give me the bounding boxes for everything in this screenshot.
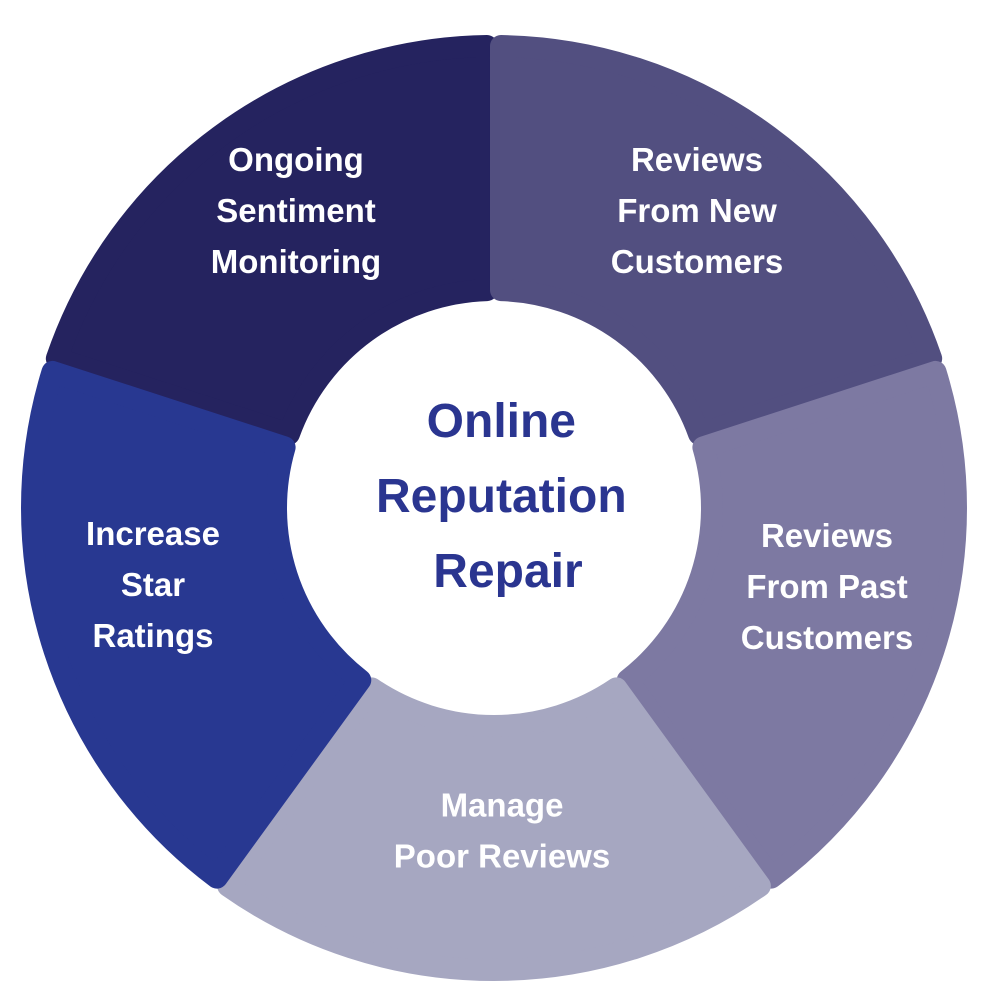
- segments-layer: [21, 35, 967, 981]
- segment-label-line: Reviews: [761, 517, 893, 554]
- segment-label-line: Poor Reviews: [394, 838, 610, 875]
- segment-ongoing-sentiment-monitoring: [45, 35, 499, 446]
- segment-label-line: Manage: [441, 787, 564, 824]
- segment-label-line: Ratings: [92, 617, 213, 654]
- segment-label-line: Star: [121, 566, 185, 603]
- center-title-line-1: Online: [427, 395, 576, 448]
- segment-label-line: Reviews: [631, 141, 763, 178]
- center-title-line-2: Reputation: [376, 470, 627, 523]
- segment-label-line: Increase: [86, 515, 220, 552]
- segment-label-line: Monitoring: [211, 243, 381, 280]
- segment-increase-star-ratings: [21, 360, 372, 889]
- segment-manage-poor-reviews: [217, 677, 771, 981]
- segment-label-line: From Past: [746, 568, 907, 605]
- segment-label-line: From New: [617, 192, 777, 229]
- segment-label-line: Ongoing: [228, 141, 364, 178]
- segment-reviews-from-past-customers: [616, 360, 967, 889]
- segment-reviews-from-new-customers: [489, 35, 943, 446]
- segment-label-line: Customers: [611, 243, 783, 280]
- center-title-line-3: Repair: [433, 545, 582, 598]
- segment-label-line: Customers: [741, 619, 913, 656]
- segment-label-line: Sentiment: [216, 192, 376, 229]
- center-title: Online Reputation Repair: [376, 395, 640, 598]
